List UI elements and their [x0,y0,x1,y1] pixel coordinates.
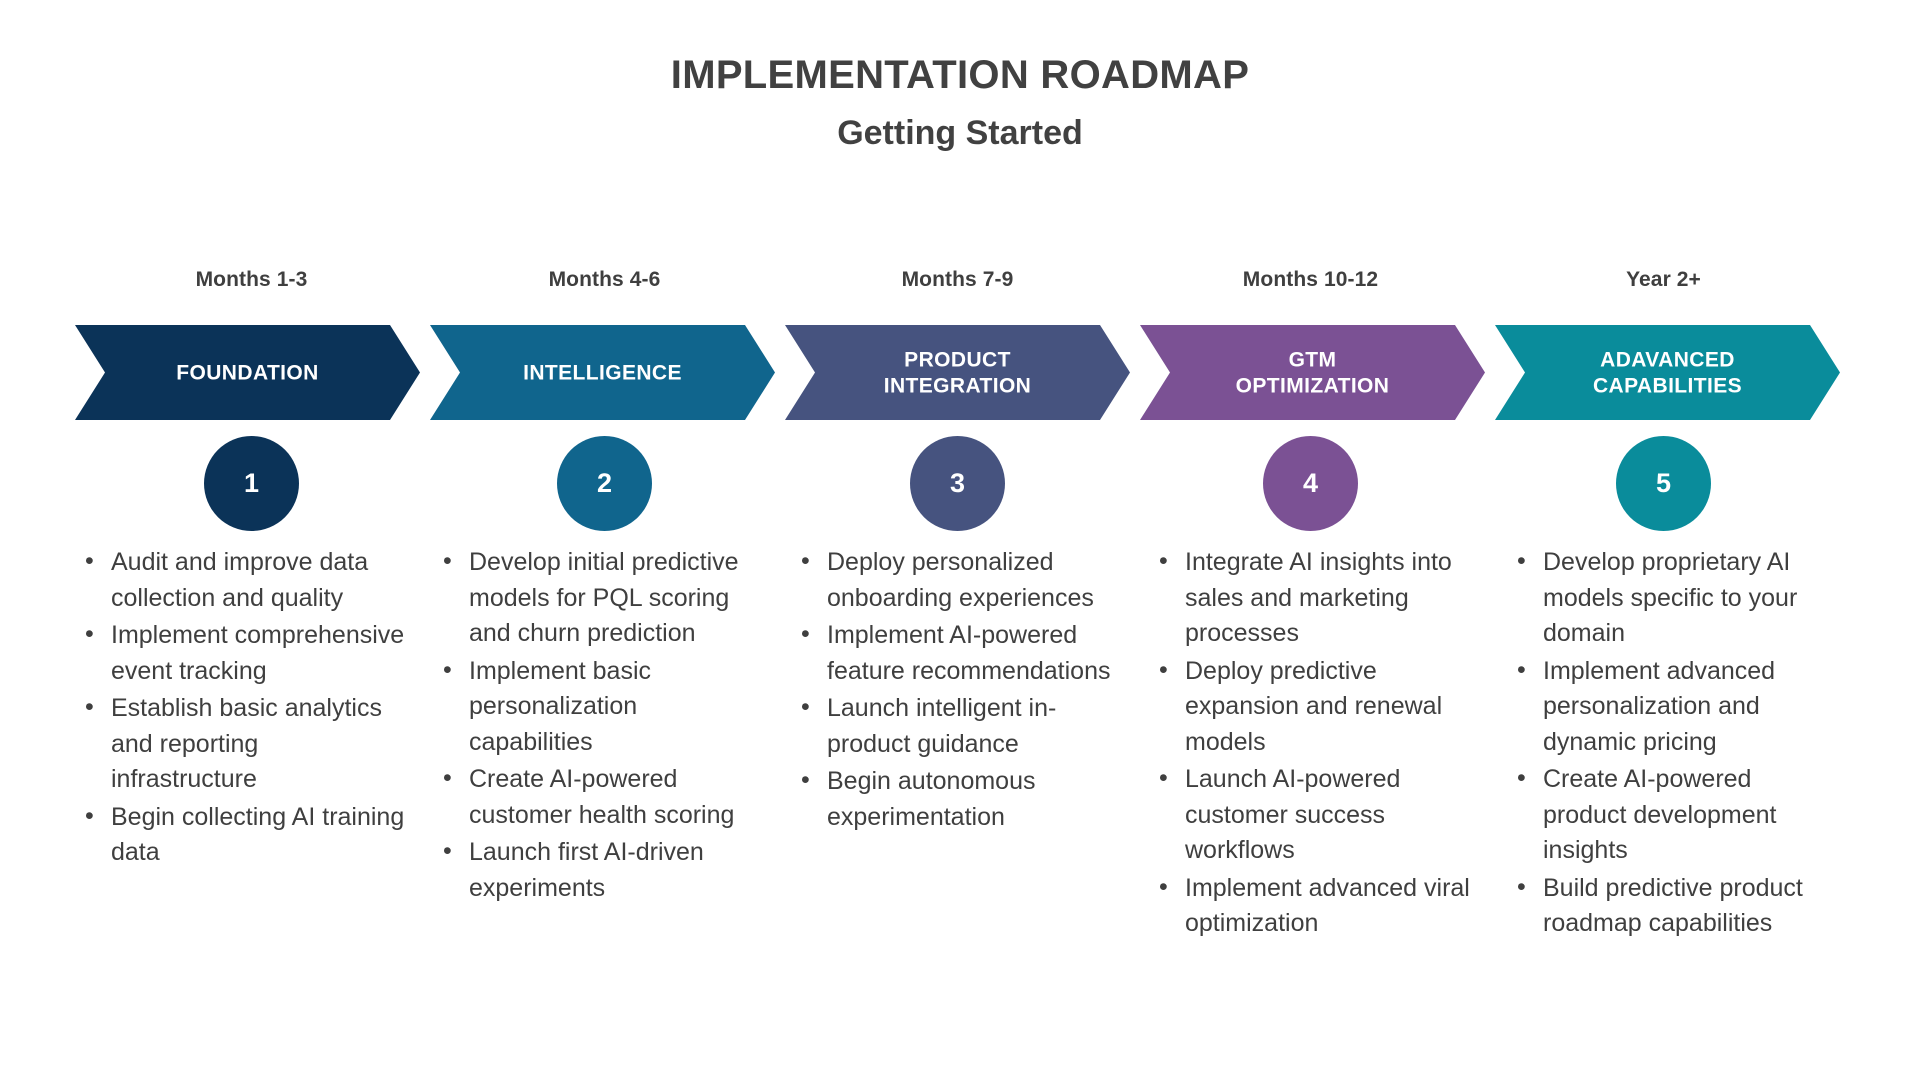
header-block: IMPLEMENTATION ROADMAP Getting Started [0,52,1920,153]
period-label-1: Months 1-3 [195,268,308,291]
list-item: Develop proprietary AI models specific t… [1517,544,1839,652]
phase-number-cell-3: 3 [781,436,1134,531]
phase-column-5: Develop proprietary AI models specific t… [1507,544,1865,944]
phase-column-1: Audit and improve data collection and qu… [75,544,433,873]
period-label-4: Months 10-12 [1242,268,1379,291]
phase-bullet-list-3: Deploy personalized onboarding experienc… [791,544,1123,835]
phase-number-cell-4: 4 [1134,436,1487,531]
phase-number-cell-2: 2 [428,436,781,531]
phase-bullet-list-4: Integrate AI insights into sales and mar… [1149,544,1481,942]
list-item: Implement basic personalization capabili… [443,653,765,761]
period-label-2: Months 4-6 [548,268,661,291]
phase-number-badge-2[interactable]: 2 [557,436,652,531]
chevron-label-1: FOUNDATION [176,362,318,385]
list-item: Implement comprehensive event tracking [85,617,407,689]
phase-number-badge-5[interactable]: 5 [1616,436,1711,531]
list-item: Build predictive product roadmap capabil… [1517,870,1839,942]
list-item: Begin collecting AI training data [85,799,407,871]
page-subtitle: Getting Started [837,114,1083,153]
chevron-phase-4[interactable] [1140,325,1485,420]
list-item: Establish basic analytics and reporting … [85,690,407,798]
phase-column-4: Integrate AI insights into sales and mar… [1149,544,1507,944]
phase-column-3: Deploy personalized onboarding experienc… [791,544,1149,837]
list-item: Deploy predictive expansion and renewal … [1159,653,1481,761]
list-item: Begin autonomous experimentation [801,763,1123,835]
list-item: Implement advanced personalization and d… [1517,653,1839,761]
chevron-label-2: INTELLIGENCE [523,362,682,385]
phase-bullet-list-2: Develop initial predictive models for PQ… [433,544,765,906]
list-item: Launch AI-powered customer success workf… [1159,761,1481,869]
phase-bullet-list-5: Develop proprietary AI models specific t… [1507,544,1839,942]
chevron-phase-1[interactable] [75,325,420,420]
list-item: Create AI-powered customer health scorin… [443,761,765,833]
list-item: Launch intelligent in-product guidance [801,690,1123,762]
period-label-5: Year 2+ [1626,268,1701,291]
phase-column-2: Develop initial predictive models for PQ… [433,544,791,908]
chevron-phase-5[interactable] [1495,325,1840,420]
period-label-row: Months 1-3 Months 4-6 Months 7-9 Months 10-… [75,268,1840,292]
list-item: Implement advanced viral optimization [1159,870,1481,942]
phase-number-badge-3[interactable]: 3 [910,436,1005,531]
list-item: Develop initial predictive models for PQ… [443,544,765,652]
list-item: Launch first AI-driven experiments [443,834,765,906]
list-item: Integrate AI insights into sales and mar… [1159,544,1481,652]
chevron-phase-2[interactable] [430,325,775,420]
phase-number-cell-1: 1 [75,436,428,531]
list-item: Audit and improve data collection and qu… [85,544,407,616]
phase-number-badge-1[interactable]: 1 [204,436,299,531]
phase-number-badge-4[interactable]: 4 [1263,436,1358,531]
list-item: Implement AI-powered feature recommendat… [801,617,1123,689]
chevron-phase-3[interactable] [785,325,1130,420]
page-title: IMPLEMENTATION ROADMAP [670,53,1250,97]
phase-number-row: 1 2 3 4 5 [75,436,1840,531]
list-item: Deploy personalized onboarding experienc… [801,544,1123,616]
list-item: Create AI-powered product development in… [1517,761,1839,869]
phase-number-cell-5: 5 [1487,436,1840,531]
phase-bullet-list-1: Audit and improve data collection and qu… [75,544,407,871]
phase-detail-columns: Audit and improve data collection and qu… [75,544,1865,944]
period-label-3: Months 7-9 [901,268,1014,291]
